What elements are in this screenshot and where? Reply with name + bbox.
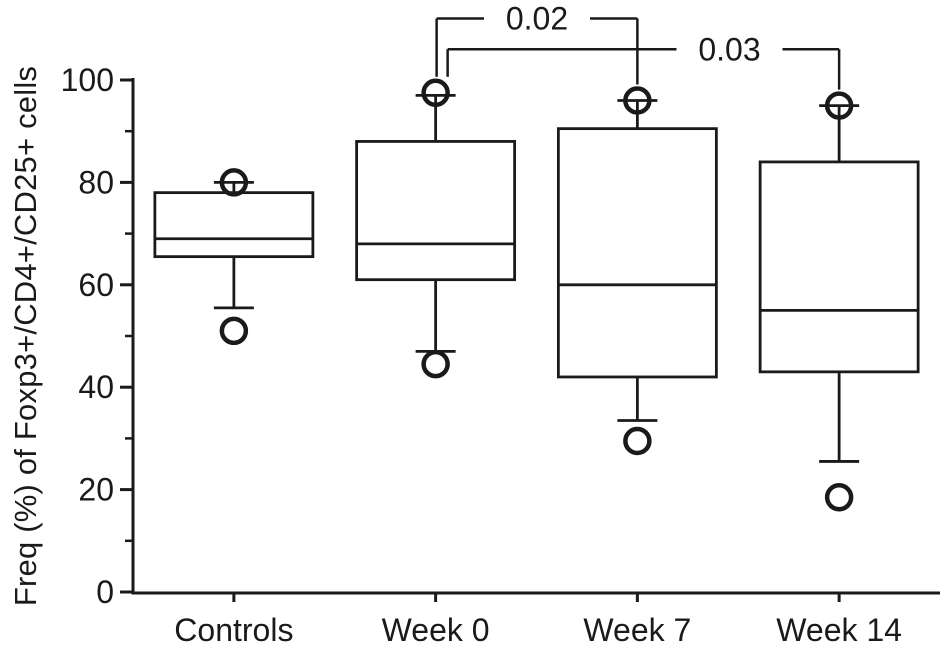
significance-label: 0.03 (698, 31, 760, 67)
box-week-7 (556, 127, 718, 379)
y-tick-label: 40 (78, 369, 114, 405)
far-point-high (824, 91, 854, 120)
far-point-high (623, 86, 652, 115)
category-label-week-0: Week 0 (382, 612, 490, 648)
y-tick-label: 100 (61, 62, 114, 98)
y-axis-title: Freq (%) of Foxp3+/CD4+/CD25+ cells (8, 65, 43, 607)
y-tick-label: 80 (78, 164, 114, 200)
y-tick-label: 0 (96, 574, 114, 610)
category-label-week-7: Week 7 (583, 612, 691, 648)
far-point-low (623, 426, 652, 456)
box-week-14 (758, 160, 920, 374)
box-week-0 (355, 140, 517, 282)
category-label-controls: Controls (174, 612, 293, 648)
far-point-low (421, 349, 450, 379)
significance-label: 0.02 (506, 1, 568, 37)
far-point-low (824, 483, 854, 512)
category-label-week-14: Week 14 (776, 612, 902, 648)
far-point-low (219, 316, 249, 346)
box-controls (153, 191, 315, 259)
far-point-high (219, 168, 249, 197)
y-tick-label: 60 (78, 267, 114, 303)
far-point-high (421, 78, 450, 108)
y-tick-label: 20 (78, 472, 114, 508)
